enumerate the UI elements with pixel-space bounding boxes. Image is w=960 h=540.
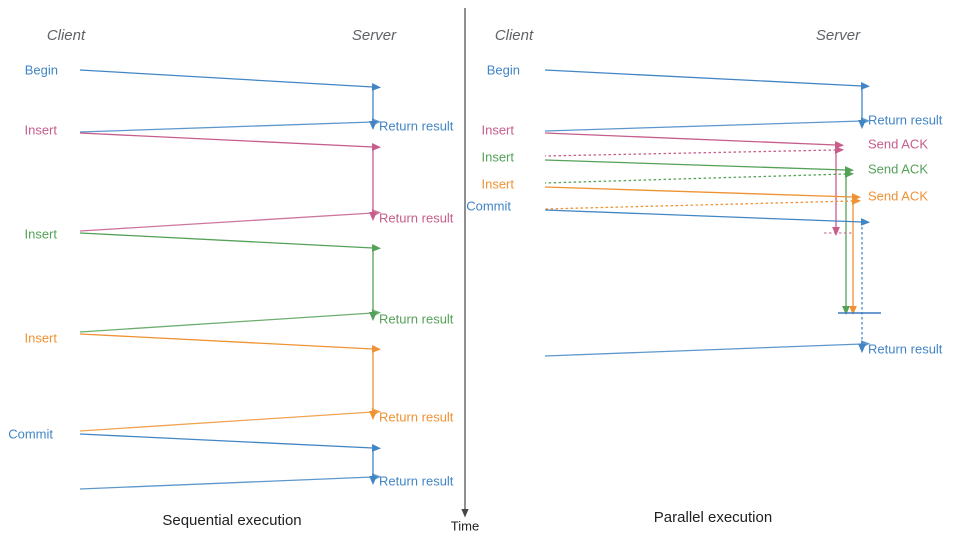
msg-parallel-1-label: Insert	[481, 122, 514, 137]
msg-parallel-2-label: Insert	[481, 149, 514, 164]
msg-parallel-0-reply-label: Return result	[868, 112, 943, 127]
msg-parallel-3-label: Insert	[481, 176, 514, 191]
msg-sequential-3-label: Insert	[24, 330, 57, 345]
msg-parallel-3-request-arrow	[544, 186, 862, 201]
msg-sequential-3-reply-arrow	[79, 408, 382, 432]
msg-parallel-1-ack-label: Send ACK	[868, 136, 928, 151]
msg-sequential-0-reply-label: Return result	[379, 118, 454, 133]
server-role-label: Server	[816, 27, 861, 44]
msg-sequential-1-reply-label: Return result	[379, 210, 454, 225]
msg-parallel-4-reply-label: Return result	[868, 341, 943, 356]
msg-parallel-2-ack-arrow	[544, 170, 855, 184]
msg-parallel-0-request-arrow	[544, 69, 871, 90]
msg-sequential-0-request-arrow	[79, 69, 382, 91]
msg-sequential-2-request-arrow	[79, 232, 382, 252]
msg-parallel-3-ack-arrow	[544, 197, 862, 210]
msg-sequential-1-reply-arrow	[79, 209, 382, 232]
msg-sequential-3-reply-label: Return result	[379, 409, 454, 424]
msg-sequential-4-request-arrow	[79, 433, 382, 452]
panel-caption-sequential: Sequential execution	[162, 512, 301, 529]
msg-parallel-0-reply-arrow	[544, 117, 871, 132]
msg-sequential-4-reply-arrow	[79, 473, 382, 490]
msg-sequential-0-reply-arrow	[79, 118, 382, 133]
msg-sequential-2-reply-arrow	[79, 309, 382, 333]
msg-sequential-2-reply-label: Return result	[379, 311, 454, 326]
msg-sequential-0-label: Begin	[25, 62, 58, 77]
msg-parallel-1-request-arrow	[544, 132, 845, 149]
server-role-label: Server	[352, 27, 397, 44]
msg-sequential-2-label: Insert	[24, 226, 57, 241]
msg-sequential-4-reply-label: Return result	[379, 473, 454, 488]
panel-caption-parallel: Parallel execution	[654, 509, 772, 526]
client-role-label: Client	[495, 27, 534, 44]
client-role-label: Client	[47, 27, 86, 44]
msg-parallel-2-request-arrow	[544, 159, 855, 174]
msg-sequential-1-label: Insert	[24, 122, 57, 137]
msg-parallel-0-label: Begin	[487, 62, 520, 77]
msg-parallel-2-ack-label: Send ACK	[868, 161, 928, 176]
msg-parallel-4-reply-arrow	[544, 340, 871, 357]
msg-sequential-3-request-arrow	[79, 333, 382, 353]
msg-parallel-1-ack-arrow	[544, 146, 845, 157]
msg-sequential-1-request-arrow	[79, 132, 382, 151]
msg-parallel-3-ack-label: Send ACK	[868, 188, 928, 203]
msg-parallel-4-label: Commit	[466, 198, 511, 213]
msg-parallel-4-request-arrow	[544, 209, 871, 226]
msg-sequential-4-label: Commit	[8, 426, 53, 441]
time-axis-label: Time	[451, 518, 479, 533]
